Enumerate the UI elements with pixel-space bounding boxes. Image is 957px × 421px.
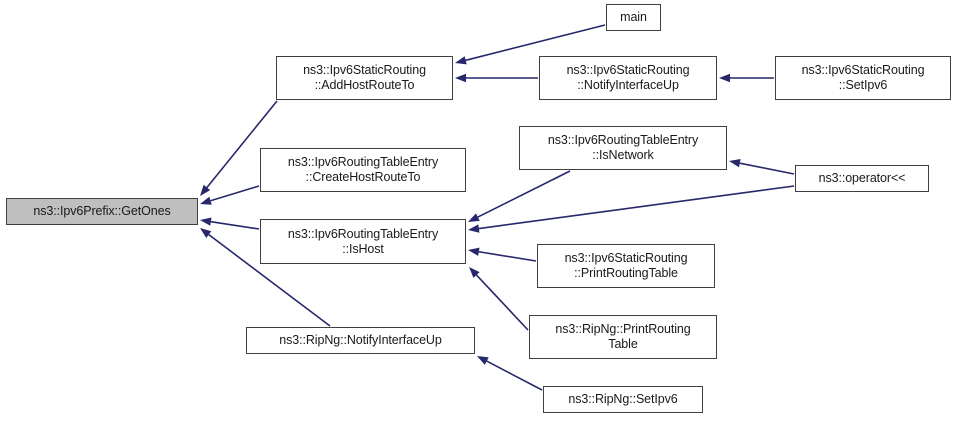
graph-node-operator[interactable]: ns3::operator<< (795, 165, 929, 192)
graph-edge (455, 73, 538, 83)
graph-node-ripngsetipv6[interactable]: ns3::RipNg::SetIpv6 (543, 386, 703, 413)
graph-edge (455, 24, 606, 65)
graph-node-label: ns3::Ipv6RoutingTableEntry ::IsHost (287, 226, 439, 256)
graph-edge (729, 159, 795, 175)
graph-edge (468, 185, 795, 233)
graph-edge (477, 356, 543, 391)
graph-node-getones[interactable]: ns3::Ipv6Prefix::GetOnes (6, 198, 198, 225)
graph-edge (200, 217, 260, 230)
graph-node-label: ns3::RipNg::SetIpv6 (568, 392, 678, 406)
graph-node-ripngprintroutingtable[interactable]: ns3::RipNg::PrintRouting Table (529, 315, 717, 359)
graph-edge (468, 170, 571, 222)
graph-edge (469, 267, 529, 331)
graph-node-label: ns3::Ipv6Prefix::GetOnes (33, 204, 171, 218)
graph-node-isnetwork[interactable]: ns3::Ipv6RoutingTableEntry ::IsNetwork (519, 126, 727, 170)
graph-node-main[interactable]: main (606, 4, 661, 31)
graph-edge (200, 185, 260, 205)
graph-node-label: ns3::RipNg::NotifyInterfaceUp (279, 333, 442, 347)
graph-node-ishost[interactable]: ns3::Ipv6RoutingTableEntry ::IsHost (260, 219, 466, 264)
graph-node-label: ns3::Ipv6RoutingTableEntry ::IsNetwork (547, 133, 699, 162)
graph-node-setipv6[interactable]: ns3::Ipv6StaticRouting ::SetIpv6 (775, 56, 951, 100)
graph-edge (200, 228, 331, 327)
graph-node-label: ns3::operator<< (818, 171, 906, 185)
graph-node-label: ns3::Ipv6StaticRouting ::AddHostRouteTo (303, 63, 426, 92)
graph-node-notifyinterfaceup[interactable]: ns3::Ipv6StaticRouting ::NotifyInterface… (539, 56, 717, 100)
graph-node-label: ns3::Ipv6StaticRouting ::PrintRoutingTab… (564, 251, 688, 280)
graph-edge (200, 100, 278, 196)
graph-node-printroutingtable[interactable]: ns3::Ipv6StaticRouting ::PrintRoutingTab… (537, 244, 715, 288)
graph-node-ripngnotifyinterfaceup[interactable]: ns3::RipNg::NotifyInterfaceUp (246, 327, 475, 354)
graph-node-createhostrouteto[interactable]: ns3::Ipv6RoutingTableEntry ::CreateHostR… (260, 148, 466, 192)
graph-node-label: ns3::RipNg::PrintRouting Table (555, 322, 691, 351)
graph-node-label: ns3::Ipv6StaticRouting ::NotifyInterface… (566, 63, 690, 92)
graph-node-label: ns3::Ipv6StaticRouting ::SetIpv6 (801, 63, 925, 92)
graph-node-label: main (620, 10, 647, 24)
graph-edge (468, 247, 537, 262)
graph-node-label: ns3::Ipv6RoutingTableEntry ::CreateHostR… (287, 155, 439, 184)
graph-edge (719, 73, 774, 83)
graph-node-addhostrouteto[interactable]: ns3::Ipv6StaticRouting ::AddHostRouteTo (276, 56, 453, 100)
